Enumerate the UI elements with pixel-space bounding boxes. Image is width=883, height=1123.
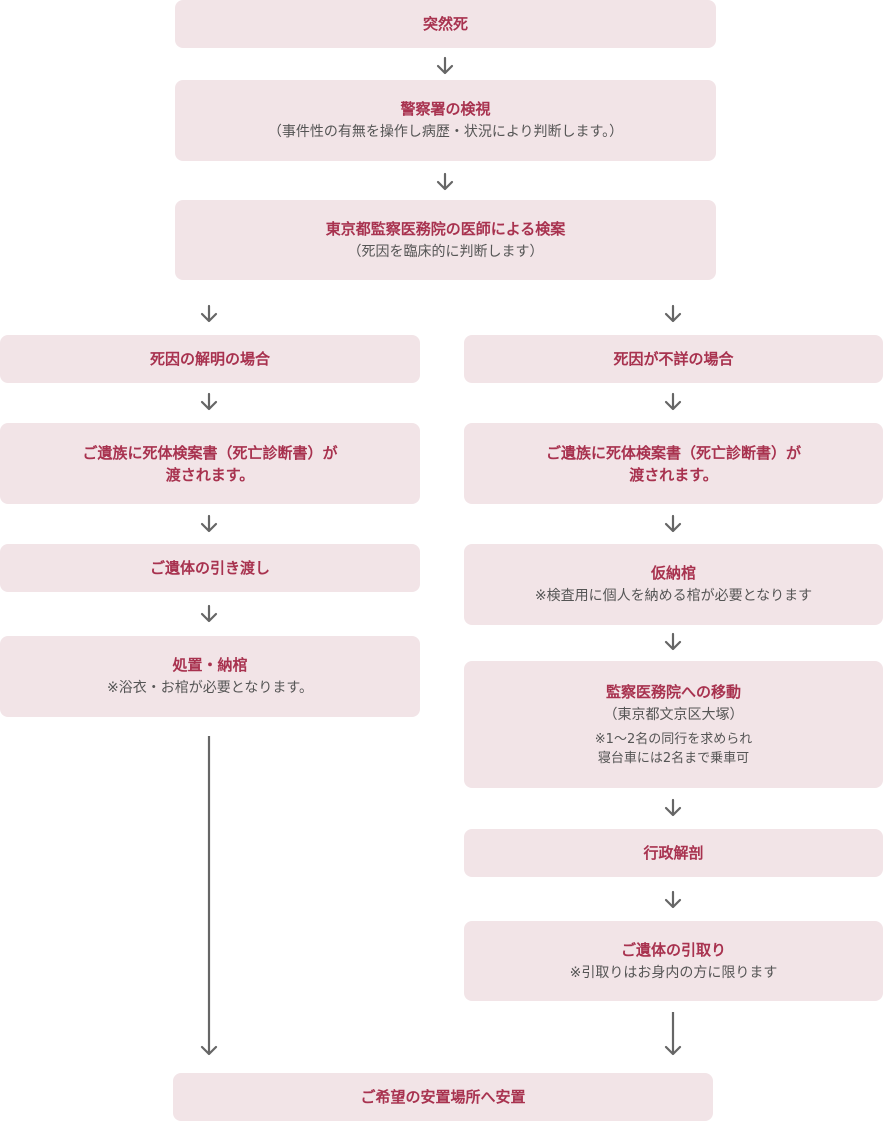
long-arrow-down-icon	[200, 736, 218, 1056]
arrow-down-icon	[663, 514, 683, 534]
arrow-down-icon	[199, 304, 219, 324]
step-location: （東京都文京区大塚）	[603, 707, 744, 723]
step-final-resting-place: ご希望の安置場所へ安置	[173, 1073, 713, 1121]
arrow-down-icon	[435, 56, 455, 76]
step-note: ※1～2名の同行を求められ 寝台車には2名まで乗車可	[594, 732, 753, 766]
step-title: ご遺族に死体検案書（死亡診断書）が 渡されます。	[545, 443, 801, 484]
step-title: ご遺体の引取り	[620, 940, 726, 959]
step-encoffining: 処置・納棺 ※浴衣・お棺が必要となります。	[0, 636, 420, 717]
step-administrative-autopsy: 行政解剖	[464, 829, 883, 877]
step-description: （死因を臨床的に判断します）	[347, 243, 544, 260]
step-police-inspection: 警察署の検視 （事件性の有無を操作し病歴・状況により判断します。）	[175, 80, 716, 161]
step-title: 突然死	[422, 15, 468, 33]
arrow-down-icon	[663, 632, 683, 652]
step-certificate-issued-right: ご遺族に死体検案書（死亡診断書）が 渡されます。	[464, 423, 883, 504]
step-body-handover: ご遺体の引き渡し	[0, 544, 420, 592]
step-medical-examiner: 東京都監察医務院の医師による検案 （死因を臨床的に判断します）	[175, 200, 716, 280]
arrow-down-icon	[663, 798, 683, 818]
step-title: 仮納棺	[650, 564, 696, 582]
step-title: 死因が不詳の場合	[613, 350, 734, 368]
step-cause-determined: 死因の解明の場合	[0, 335, 420, 383]
arrow-down-icon	[663, 304, 683, 324]
step-title: ご希望の安置場所へ安置	[360, 1088, 526, 1106]
step-title: 処置・納棺	[172, 656, 248, 674]
step-title: 警察署の検視	[400, 100, 491, 118]
step-title: ご遺族に死体検案書（死亡診断書）が 渡されます。	[82, 443, 338, 484]
step-title: 行政解剖	[643, 844, 704, 862]
arrow-down-icon	[199, 604, 219, 624]
step-transfer-to-examiner: 監察医務院への移動 （東京都文京区大塚） ※1～2名の同行を求められ 寝台車には…	[464, 661, 883, 788]
step-title: 監察医務院への移動	[605, 683, 741, 701]
step-title: 死因の解明の場合	[149, 350, 270, 368]
step-certificate-issued-left: ご遺族に死体検案書（死亡診断書）が 渡されます。	[0, 423, 420, 504]
step-description: ※引取りはお身内の方に限ります	[569, 964, 778, 981]
step-description: ※浴衣・お棺が必要となります。	[107, 680, 313, 696]
step-sudden-death: 突然死	[175, 0, 716, 48]
step-title: ご遺体の引き渡し	[149, 559, 270, 577]
step-cause-unknown: 死因が不詳の場合	[464, 335, 883, 383]
arrow-down-icon	[663, 392, 683, 412]
arrow-down-icon	[199, 514, 219, 534]
arrow-down-icon	[435, 172, 455, 192]
step-description: （事件性の有無を操作し病歴・状況により判断します。）	[267, 124, 624, 140]
arrow-down-icon	[199, 392, 219, 412]
step-body-pickup: ご遺体の引取り ※引取りはお身内の方に限ります	[464, 921, 883, 1001]
long-arrow-down-icon	[664, 1012, 682, 1056]
step-temporary-coffin: 仮納棺 ※検査用に個人を納める棺が必要となります	[464, 544, 883, 625]
step-description: ※検査用に個人を納める棺が必要となります	[534, 588, 813, 604]
step-title: 東京都監察医務院の医師による検案	[325, 219, 566, 238]
arrow-down-icon	[663, 890, 683, 910]
